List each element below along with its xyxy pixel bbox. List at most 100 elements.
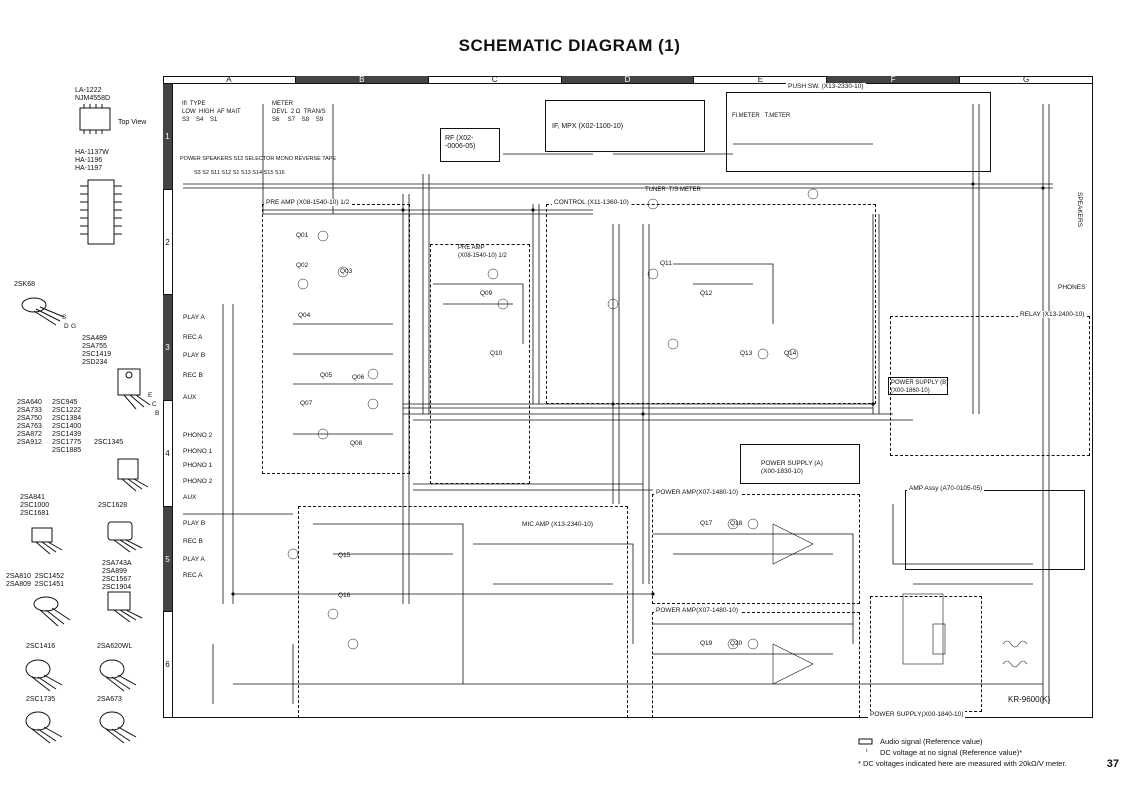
transistor-label: Q14 xyxy=(784,350,797,357)
power-amp-block-2 xyxy=(652,612,860,718)
control-label: CONTROL (X11-1360-10) xyxy=(552,199,631,206)
input-rec-b-1: REC B xyxy=(183,372,203,379)
row-1: 1 xyxy=(163,84,172,190)
top-view-label: Top View xyxy=(118,119,147,126)
legend-dc-voltage: DC voltage at no signal (Reference value… xyxy=(880,748,1023,757)
fet-part-number: 2SK68 xyxy=(14,281,36,288)
fet-package-icon xyxy=(21,297,65,326)
transistor-group-7b: 2SA673 xyxy=(97,696,122,703)
transistor-label: Q05 xyxy=(320,372,333,379)
power-supply-a-block: POWER SUPPLY (A) (X00-1830-10) xyxy=(740,444,860,484)
transistor-group-7a: 2SC1735 xyxy=(26,696,56,703)
row-3: 3 xyxy=(163,295,172,402)
round-package-icon-4 xyxy=(99,711,137,744)
row-6: 6 xyxy=(163,612,172,719)
ic2-part-numbers: HA-1137W HA-1196 HA-1197 xyxy=(75,149,109,172)
transistor-group-6a: 2SC1416 xyxy=(26,643,56,650)
power-supply-c-block xyxy=(870,596,982,712)
phones-label: PHONES xyxy=(1058,284,1086,291)
transistor-label: Q10 xyxy=(490,350,503,357)
input-rec-a-2: REC A xyxy=(183,572,203,579)
transistor-label: Q17 xyxy=(700,520,713,527)
tuner-meter-label: TUNER T/S METER xyxy=(645,187,701,193)
pre-amp-1-label: PRE AMP (X08-1540-10) 1/2 xyxy=(264,199,352,206)
pre-amp-block-1 xyxy=(262,204,410,474)
col-a: A xyxy=(163,76,296,84)
fet-pin-d: D xyxy=(64,323,69,330)
transistor-label: Q18 xyxy=(730,520,743,527)
round-package-icon-3 xyxy=(25,711,63,744)
col-f: F xyxy=(827,76,961,84)
metal-can-package-icon xyxy=(33,596,71,627)
input-aux-2: AUX xyxy=(183,494,197,501)
input-play-a-2: PLAY A xyxy=(183,556,205,563)
col-d: D xyxy=(561,76,695,84)
round-package-icon-1 xyxy=(25,659,63,692)
mic-amp-block xyxy=(298,506,628,718)
transistor-label: Q06 xyxy=(352,374,365,381)
relay-label: RELAY (X13-2400-10) xyxy=(1018,311,1087,318)
model-number: KR-9600(K) xyxy=(1008,695,1051,704)
transistor-label: Q16 xyxy=(338,592,351,599)
transistor-group-5: 2SA810 2SC1452 2SA809 2SC1451 xyxy=(6,573,64,588)
to92l-package-icon xyxy=(107,521,143,553)
page-number: 37 xyxy=(1106,758,1119,770)
if-mpx-block: IF, MPX (X02-1100-10) xyxy=(545,100,705,152)
transistor-group-1: 2SA489 2SA755 2SC1419 2SD234 xyxy=(82,335,112,366)
input-play-b-2: PLAY B xyxy=(183,520,206,527)
transistor-label: Q01 xyxy=(296,232,309,239)
input-phono1-2: PHONO 1 xyxy=(183,448,213,455)
meter-switch-labels: METER DEVL 2 Ω TRAN/S S6 S7 S8 S9 xyxy=(272,101,326,123)
transistor-label: Q02 xyxy=(296,262,309,269)
meter-labels: Fl.METER T.METER xyxy=(732,113,791,119)
ic1-part-numbers: LA-1222 NJM4558D xyxy=(75,87,111,102)
to220-pin-b: B xyxy=(155,410,160,417)
round-package-icon-2 xyxy=(99,659,137,692)
fet-pin-s: S xyxy=(62,314,67,321)
col-c: C xyxy=(429,76,562,84)
speakers-label: SPEAKERS xyxy=(1076,192,1083,228)
row-grid: 1 2 3 4 5 6 xyxy=(163,84,173,719)
to92-package-icon xyxy=(31,527,63,555)
push-sw-block xyxy=(726,92,991,172)
transistor-label: Q09 xyxy=(480,290,493,297)
input-rec-a-1: REC A xyxy=(183,334,203,341)
fet-pin-g: G xyxy=(71,323,77,330)
power-amp-2-label: POWER AMP(X07-1480-10) xyxy=(654,607,741,614)
input-phono2-1: PHONO 2 xyxy=(183,432,213,439)
input-aux-1: AUX xyxy=(183,394,197,401)
col-b: B xyxy=(295,76,429,84)
transistor-label: Q20 xyxy=(730,640,743,647)
input-rec-b-2: REC B xyxy=(183,538,203,545)
legend-audio-signal: Audio signal (Reference value) xyxy=(880,737,983,746)
legend-measurement-note: * DC voltages indicated here are measure… xyxy=(858,759,1067,768)
transistor-label: Q11 xyxy=(660,260,672,267)
power-amp-block-1 xyxy=(652,494,860,604)
col-g: G xyxy=(960,76,1094,84)
push-sw-label: PUSH SW. (X13-2330-10) xyxy=(786,83,866,90)
transistor-label: Q07 xyxy=(300,400,313,407)
input-phono2-2: PHONO 2 xyxy=(183,478,213,485)
page-title: SCHEMATIC DIAGRAM (1) xyxy=(458,36,681,55)
column-grid: A B C D E F G xyxy=(163,76,1094,84)
transistor-group-2b: 2SC945 2SC1222 2SC1384 2SC1400 2SC1439 2… xyxy=(52,399,82,454)
power-supply-b-block: POWER SUPPLY (B) (X00-1860-10) xyxy=(888,377,948,395)
audio-signal-legend-icon xyxy=(858,738,873,745)
transistor-label: Q08 xyxy=(350,440,363,447)
input-play-a-1: PLAY A xyxy=(183,314,205,321)
transistor-group-4: 2SA743A 2SA899 2SC1567 2SC1904 xyxy=(102,560,132,591)
transistor-label: Q19 xyxy=(700,640,713,647)
control-block xyxy=(546,204,876,404)
tuner-switch-labels: Ifl TYPE LOW HIGH AF MAIT S3 S4 S1 xyxy=(182,101,241,123)
input-phono1-1: PHONO 1 xyxy=(183,462,213,469)
relay-block xyxy=(890,316,1090,456)
dc-legend-marker: ı xyxy=(866,748,868,754)
transistor-label: Q12 xyxy=(700,290,713,297)
input-play-b-1: PLAY B xyxy=(183,352,206,359)
ic2-package-icon xyxy=(80,179,122,245)
transistor-group-2a: 2SA640 2SA733 2SA750 2SA763 2SA872 2SA91… xyxy=(17,399,42,446)
flat-package-icon xyxy=(107,591,143,623)
front-knob-labels: POWER SPEAKERS S12 SELECTOR MONO REVERSE… xyxy=(180,156,337,162)
pre-amp-block-2 xyxy=(430,244,530,484)
row-2: 2 xyxy=(163,190,172,296)
